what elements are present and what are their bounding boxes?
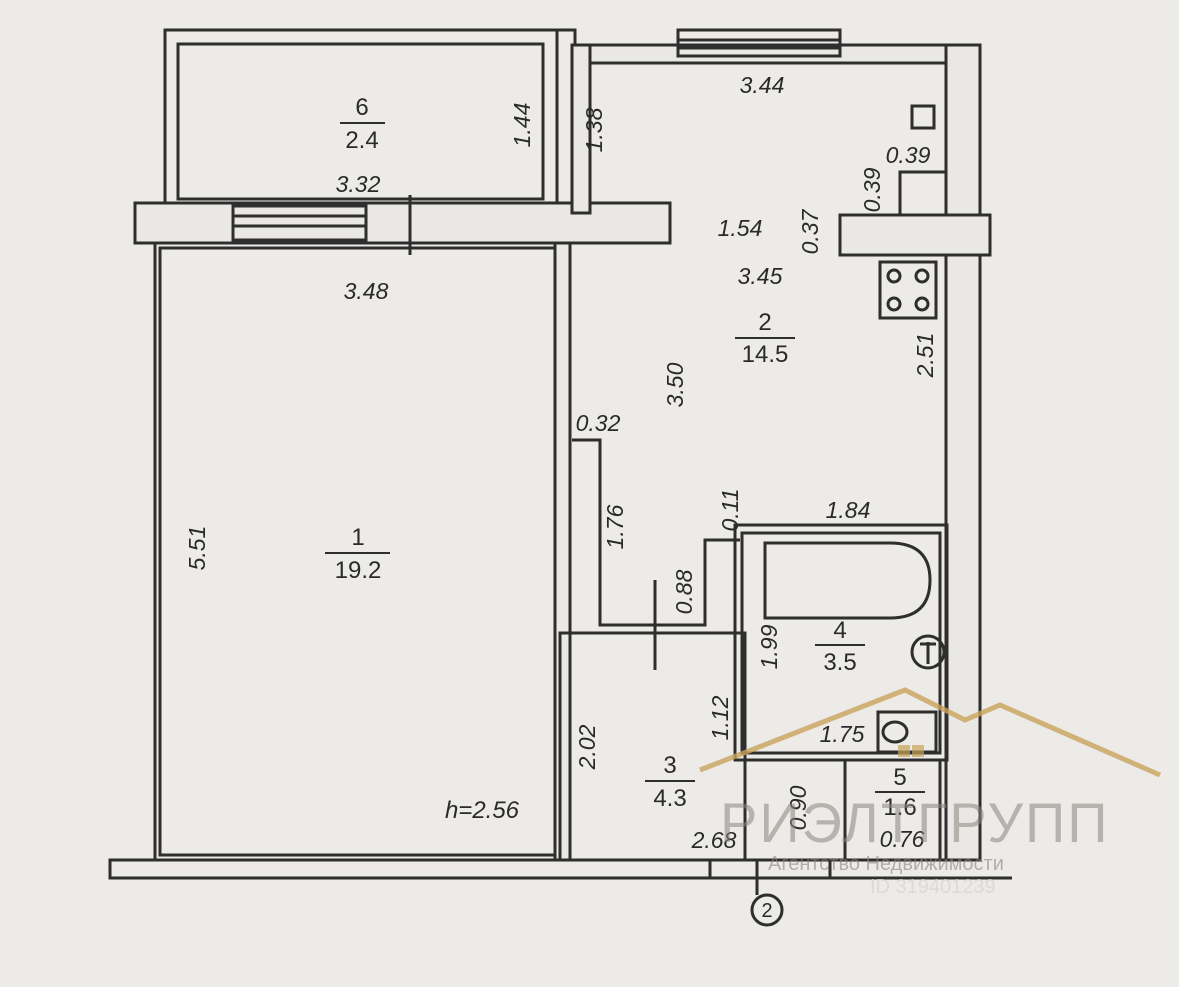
dim-3-32: 3.32	[336, 171, 381, 197]
room-3-area: 4.3	[653, 785, 686, 812]
dim-0-90: 0.90	[785, 785, 811, 830]
dim-1-54: 1.54	[718, 215, 763, 241]
closet-partition	[572, 438, 740, 627]
room-2-number: 2	[758, 309, 771, 336]
axis-circle	[750, 893, 784, 927]
watermark-logo	[699, 687, 1162, 778]
dim-1-99: 1.99	[756, 624, 782, 669]
kitchen-left-wall	[570, 43, 592, 215]
dim-1-76: 1.76	[602, 504, 628, 549]
partition-left	[553, 241, 572, 862]
kitchen-right-wall-bump	[838, 213, 992, 257]
axis-label: 2	[761, 900, 772, 922]
room-1-number: 1	[351, 524, 364, 551]
room-3-number: 3	[663, 752, 676, 779]
watermark-subtitle: Агентство Недвижимости	[768, 853, 1004, 875]
dim-1-12: 1.12	[707, 695, 733, 740]
ceiling-height: h=2.56	[445, 797, 520, 824]
dim-3-45: 3.45	[738, 263, 783, 289]
dim-3-44: 3.44	[740, 72, 785, 98]
room-4-number: 4	[833, 617, 846, 644]
walls	[108, 28, 1012, 927]
dim-3-50: 3.50	[662, 362, 688, 407]
dim-3-48: 3.48	[344, 278, 389, 304]
room-2-area: 14.5	[742, 341, 789, 368]
dim-1-84: 1.84	[826, 497, 871, 523]
dim-2-68: 2.68	[691, 827, 737, 853]
dim-0-37: 0.37	[797, 208, 823, 254]
room-6-number: 6	[355, 94, 368, 121]
dim-2-51: 2.51	[912, 333, 938, 379]
sink-bowl	[881, 720, 909, 744]
dim-1-75: 1.75	[820, 721, 865, 747]
dim-0-39-a: 0.39	[886, 142, 931, 168]
dim-1-44: 1.44	[509, 103, 535, 148]
dim-0-39-b: 0.39	[859, 167, 885, 212]
watermark-brand: РИЭЛТГРУПП	[720, 791, 1109, 854]
dim-0-76: 0.76	[880, 826, 925, 852]
room-6-area: 2.4	[345, 127, 378, 154]
window-kitchen	[676, 28, 842, 58]
dim-0-88: 0.88	[671, 569, 697, 614]
kitchen-right-wall-upper	[944, 43, 982, 217]
window-room-1	[231, 204, 368, 242]
room-1-area: 19.2	[335, 557, 382, 584]
dim-0-32: 0.32	[576, 410, 621, 436]
stove-icon	[878, 260, 938, 320]
loggia-inner	[176, 42, 545, 201]
burner	[886, 296, 902, 312]
watermark-id: ID 319401239	[870, 876, 996, 898]
burner	[914, 296, 930, 312]
wc-outline	[843, 758, 942, 862]
dim-5-51: 5.51	[184, 526, 210, 571]
right-outer-wall	[944, 253, 982, 862]
dim-1-38: 1.38	[581, 107, 607, 152]
burner	[914, 268, 930, 284]
toilet-icon	[910, 634, 946, 670]
hallway-outline	[558, 631, 747, 862]
gas-meter-icon	[910, 104, 936, 130]
bathtub-icon	[763, 541, 932, 620]
dim-0-11: 0.11	[717, 488, 743, 531]
vent-shaft	[898, 170, 948, 217]
room-5-area: 1.6	[883, 794, 916, 821]
room-5-number: 5	[893, 764, 906, 791]
burner	[886, 268, 902, 284]
room-4-area: 3.5	[823, 649, 856, 676]
dim-2-02: 2.02	[574, 724, 600, 770]
